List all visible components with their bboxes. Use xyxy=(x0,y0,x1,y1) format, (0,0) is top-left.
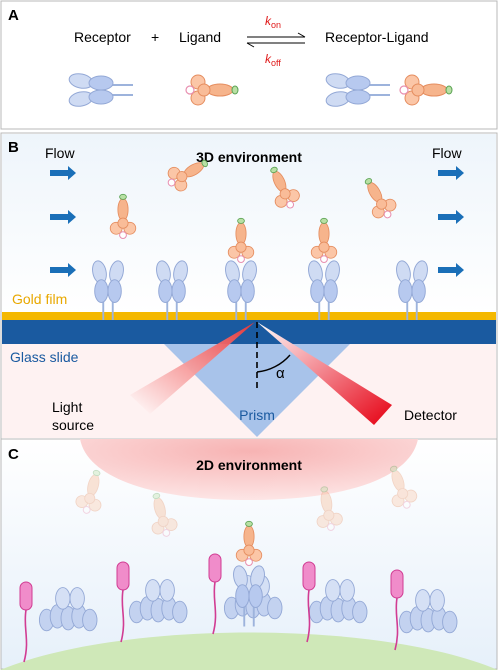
flow-arrows-right-icon xyxy=(438,166,464,277)
angle-label: α xyxy=(276,365,285,382)
panel-a-letter: A xyxy=(8,7,19,24)
glass-slide xyxy=(2,320,496,344)
detector-beam xyxy=(257,322,392,425)
panel-b: B 3D environment Flow Flow Gold film xyxy=(0,132,498,440)
detector-label: Detector xyxy=(404,407,457,423)
prism xyxy=(164,344,350,437)
complex-label: Receptor-Ligand xyxy=(325,29,429,45)
equilibrium-arrows-icon xyxy=(246,32,306,48)
light-source-line1: Light xyxy=(52,399,82,415)
cell-surface xyxy=(0,632,498,670)
k-off-sub: off xyxy=(271,58,281,68)
k-on-sub: on xyxy=(271,20,281,30)
panel-b-letter: B xyxy=(8,139,19,156)
prism-label: Prism xyxy=(239,407,275,423)
panel-a: A Receptor + Ligand Receptor-Ligand kon … xyxy=(0,0,498,130)
panel-c: C 2D environment xyxy=(0,438,498,670)
k-off-k: k xyxy=(265,52,272,66)
glass-slide-label: Glass slide xyxy=(10,349,79,365)
light-source-line2: source xyxy=(52,417,94,433)
ligand-label: Ligand xyxy=(179,29,221,45)
k-on-k: k xyxy=(265,14,272,28)
gold-film-label: Gold film xyxy=(12,291,67,307)
flow-arrows-left-icon xyxy=(50,166,76,277)
plus-sign: + xyxy=(151,29,159,45)
evanescent-bubble xyxy=(80,439,418,500)
receptor-label: Receptor xyxy=(74,29,131,45)
k-on-label: kon xyxy=(265,14,281,30)
panel-b-title: 3D environment xyxy=(196,149,302,165)
gold-film xyxy=(2,312,496,320)
k-off-label: koff xyxy=(265,52,281,68)
angle-arc xyxy=(256,354,291,373)
light-source-beam xyxy=(130,322,255,414)
flow-left-label: Flow xyxy=(45,145,75,161)
panel-c-letter: C xyxy=(8,446,19,463)
panel-c-title: 2D environment xyxy=(196,457,302,473)
flow-right-label: Flow xyxy=(432,145,462,161)
